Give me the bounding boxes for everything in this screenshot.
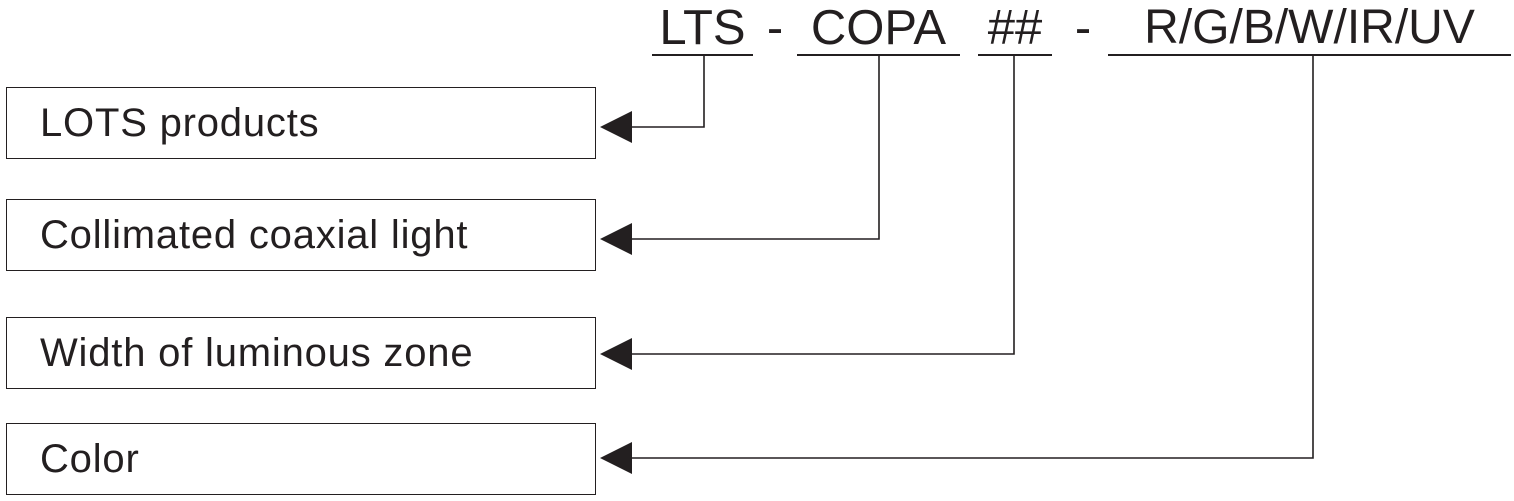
arrowhead-width [600,338,632,370]
label-text: Color [40,436,140,481]
arrowhead-prefix [600,111,632,143]
label-box-width-of-luminous-zone: Width of luminous zone [6,317,596,389]
code-segment-prefix: LTS [652,2,753,56]
label-text: Width of luminous zone [40,330,474,375]
connector-colors [628,56,1314,459]
connector-series [628,56,880,240]
label-box-collimated-coaxial-light: Collimated coaxial light [6,199,596,271]
code-segment-width: ## [978,2,1052,56]
label-text: LOTS products [40,100,320,145]
arrowhead-colors [600,442,632,474]
label-text: Collimated coaxial light [40,212,469,257]
code-separator-2: - [1074,1,1092,55]
code-segment-colors: R/G/B/W/IR/UV [1108,2,1511,56]
label-box-lots-products: LOTS products [6,87,596,159]
connector-prefix [628,56,705,128]
arrowhead-series [600,223,632,255]
label-box-color: Color [6,423,596,495]
code-separator-1: - [766,1,784,55]
code-segment-series: COPA [797,2,960,56]
connector-width [628,56,1015,355]
